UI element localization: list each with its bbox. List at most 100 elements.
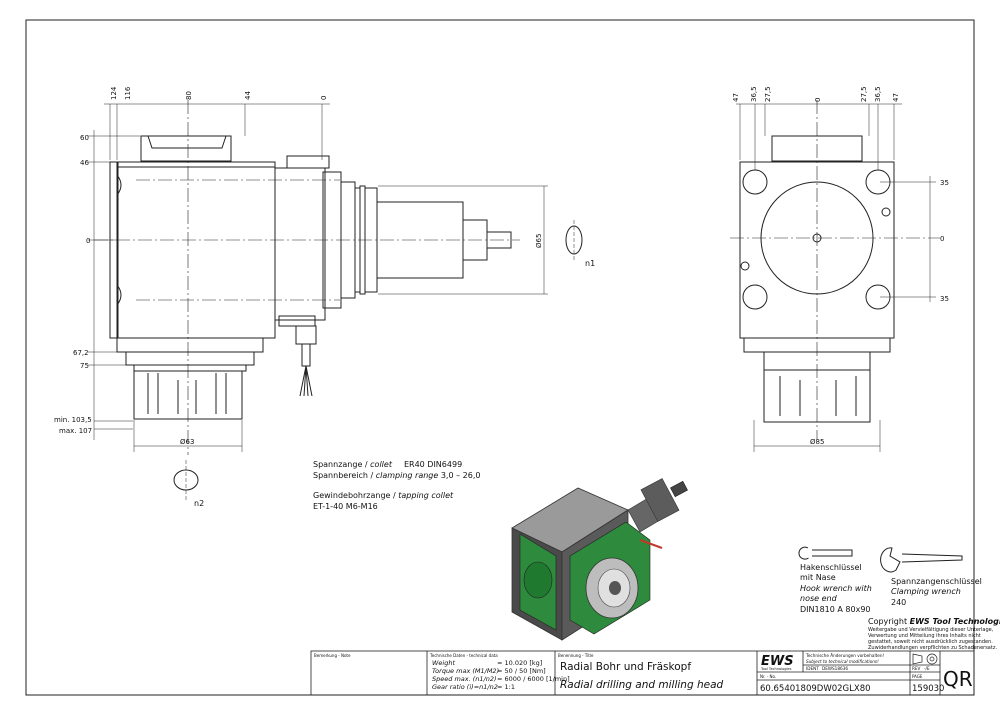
tap-line-2: ET-1-40 M6-M16 <box>313 502 378 511</box>
tech-val-torque: = 50 / 50 [Nm] <box>497 667 546 675</box>
rdim-27-5-r: 27,5 <box>860 86 868 102</box>
qr-label: QR <box>943 667 973 691</box>
coolant-tube <box>301 343 311 367</box>
rdim-35-bottom: 35 <box>940 295 949 303</box>
rev-label: REV <box>912 666 921 671</box>
hook-de-1: Hakenschlüssel <box>800 563 862 572</box>
rdim-47-l: 47 <box>732 93 740 102</box>
tech-val-ratio: = 1:1 <box>497 683 515 691</box>
ident-label: IDENT <box>806 666 819 671</box>
copyright-line-3: gestattet, soweit nicht ausdrücklich zug… <box>868 639 993 645</box>
nut-top <box>133 364 247 372</box>
rdim-36-5-r: 36,5 <box>874 86 882 102</box>
right-view-labels: 47 36,5 27,5 0 27,5 36,5 47 35 0 35 Ø85 <box>732 86 949 446</box>
label-n1: n1 <box>585 259 595 268</box>
page-label: PAGE <box>912 674 923 679</box>
render-bore <box>523 561 553 599</box>
right-view <box>730 100 940 452</box>
body-cut-top <box>116 174 122 196</box>
dim-80: 80 <box>185 91 193 100</box>
spindle-housing <box>274 167 326 321</box>
tech-val-weight: = 10.020 [kg] <box>497 659 542 667</box>
render-coolant-nozzle <box>639 539 663 549</box>
main-body <box>116 161 276 339</box>
dim-min: min. 103,5 <box>54 416 92 424</box>
change-note-de: Technische Änderungen vorbehalten! <box>805 653 884 658</box>
pin-left <box>740 261 750 271</box>
hook-wrench-handle <box>812 549 853 557</box>
dim-0-top: 0 <box>320 96 328 100</box>
clamping-wrench-icon <box>880 547 963 573</box>
bolt-top-left <box>742 169 768 195</box>
housing-cap-top <box>286 155 330 169</box>
title-block: Bemerkung - Note Technische Daten - tech… <box>310 650 975 696</box>
bottom-flange <box>116 337 264 353</box>
clamp-de: Spannzangenschlüssel <box>891 577 982 586</box>
ews-logo: EWS <box>761 654 794 669</box>
top-mount-slot <box>147 135 227 149</box>
hook-standard: DIN1810 A 80x90 <box>800 605 871 614</box>
rdim-0-side: 0 <box>940 235 944 243</box>
render-spindle-tip <box>670 480 688 498</box>
ident-value: DEWS18636 <box>822 666 848 671</box>
rdim-d85: Ø85 <box>810 438 824 446</box>
tech-key-ratio: Gear ratio (i)=n1/n2 <box>432 683 498 691</box>
page-number: 159030 <box>912 684 944 694</box>
copyright-line-4: Zuwiderhandlungen verpflichten zu Schade… <box>868 645 997 651</box>
title-en: Radial drilling and milling head <box>560 679 724 691</box>
dim-67-2: 67,2 <box>73 349 89 357</box>
render-collet-hole <box>609 581 621 595</box>
dim-d65: Ø65 <box>535 234 543 248</box>
clamp-en: Clamping wrench <box>891 587 961 596</box>
tech-val-speed: = 6000 / 6000 [1/min] <box>497 675 570 683</box>
dim-116: 116 <box>124 86 132 100</box>
ews-logo-sub: Tool Technologies <box>760 667 792 671</box>
tech-label: Technische Daten - technical data <box>429 653 498 658</box>
tap-line-1: Gewindebohrzange / tapping collet <box>313 491 454 500</box>
dim-d63: Ø63 <box>180 438 194 446</box>
hook-wrench-head <box>798 546 809 560</box>
coolant-spray <box>299 365 313 397</box>
body-cut-bottom <box>116 284 122 306</box>
copyright-line-1: Weitergabe und Vervielfältigung dieser U… <box>868 627 994 633</box>
rdim-27-5-l: 27,5 <box>764 86 772 102</box>
part-number: 60.65401809DW02GLX80 <box>760 684 871 694</box>
coolant-block <box>295 325 317 345</box>
collet-line-2: Spannbereich / clamping range 3,0 – 26,0 <box>313 471 480 480</box>
rdim-35-top: 35 <box>940 179 949 187</box>
tech-key-weight: Weight <box>432 659 455 667</box>
title-de: Radial Bohr und Fräskopf <box>560 661 691 673</box>
collet-adapter <box>125 351 255 366</box>
render-spindle <box>640 478 680 522</box>
dim-44: 44 <box>244 91 252 100</box>
dim-46: 46 <box>80 159 89 167</box>
rdim-0: 0 <box>814 98 822 102</box>
bolt-bottom-left <box>742 284 768 310</box>
hook-wrench-icon <box>798 546 853 560</box>
hook-en-2: nose end <box>800 594 838 603</box>
right-nut-slots <box>779 376 857 416</box>
nut-slots <box>147 373 227 414</box>
tech-key-torque: Torque max (M1/M2) <box>432 667 499 675</box>
dim-60: 60 <box>80 134 89 142</box>
clamping-wrench-head <box>880 547 901 573</box>
projection-symbol-icon <box>912 653 938 665</box>
top-mount-block <box>140 135 232 162</box>
rev-value: -/E <box>924 666 930 671</box>
dim-0-side: 0 <box>86 237 90 245</box>
tool-render-3d <box>511 478 688 641</box>
title-label: Benennung - Title <box>558 653 594 658</box>
label-n2: n2 <box>194 499 204 508</box>
clamping-wrench-handle <box>901 553 963 563</box>
title-block-frame <box>310 650 975 696</box>
pin-right <box>881 207 891 217</box>
hook-de-2: mit Nase <box>800 573 836 582</box>
copyright-line-2: Verwertung und Mitteilung ihres Inhalts … <box>868 633 981 639</box>
housing-foot <box>278 315 316 327</box>
left-view <box>88 100 583 500</box>
hook-en-1: Hook wrench with <box>800 584 872 593</box>
dim-124: 124 <box>110 86 118 100</box>
